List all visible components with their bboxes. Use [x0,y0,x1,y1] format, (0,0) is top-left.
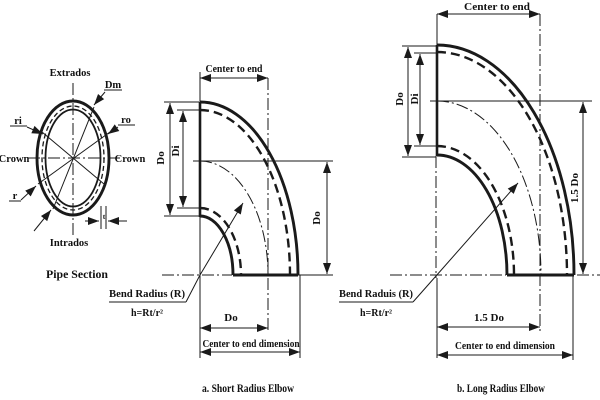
sre-outer-arc [199,100,300,276]
ri-leader-arrow [26,125,44,135]
pipe-mean-diameter-dashed [41,105,105,211]
pipe-outer-wall [35,99,111,217]
pipe-section-caption: Pipe Section [46,269,109,281]
sre-outer-bore-dashed-arc [199,108,292,276]
lre-outer-arc [436,43,576,276]
sre-bend-radius-label: Bend Radius (R) [109,289,186,300]
sre-bend-radius-leader-arrow [185,202,244,303]
sre-do-bottom-label: Do [224,312,238,324]
sre-center-to-end-bottom-label: Center to end dimension [203,339,300,350]
short-radius-elbow: Center to end Do Di Do Do Center to end … [109,64,333,395]
ro-label: ro [121,115,131,126]
sre-do-left-label: Do [155,151,167,165]
lre-di-left-label: Di [409,94,421,105]
lre-do-left-label: Do [394,92,406,106]
sre-inner-bore-dashed-arc [199,206,243,276]
sre-di-left-label: Di [170,146,182,157]
lre-inner-bore-dashed-arc [436,144,516,276]
lre-do-right-label: 1.5 Do [569,173,581,203]
crown-left-label: Crown [0,154,30,165]
sre-do-right-label: Do [311,211,323,225]
pipe-section: Extrados Intrados Crown Crown Dm ri ro r… [0,68,146,281]
r-label: r [13,191,18,202]
lre-do-bottom-label: 1.5 Do [474,312,504,324]
lre-inner-arc [436,153,509,276]
r-leader-arrow [20,185,37,201]
ro-leader-arrow [107,124,120,135]
wall-thickness-label: t [103,212,106,221]
extrados-label: Extrados [50,68,91,79]
sre-bend-centerline-arc [199,160,269,276]
lre-center-to-end-bottom-label: Center to end dimension [455,341,555,352]
dm-label: Dm [105,80,122,91]
crown-right-label: Crown [115,154,146,165]
lre-outer-bore-dashed-arc [436,50,569,276]
pipe-diagonal-3 [37,131,111,185]
sre-inner-arc [199,214,235,276]
intrados-leader-arrow [33,209,52,232]
sre-formula-label: h=Rt/r² [131,308,163,319]
lre-caption: b. Long Radius Elbow [457,383,546,395]
lre-bend-centerline-arc [436,100,542,276]
lre-bend-radius-label: Bend Raduis (R) [339,289,413,300]
lre-bend-radius-leader-arrow [412,182,519,303]
intrados-label: Intrados [50,238,89,249]
dm-leader-arrow [93,91,106,106]
pipe-inner-wall [44,108,102,208]
lre-formula-label: h=Rt/r² [360,308,392,319]
long-radius-elbow: Center to end Do Di 1.5 Do 1.5 Do Center… [339,2,600,395]
lre-center-to-end-top-label: Center to end [464,2,530,13]
sre-caption: a. Short Radius Elbow [202,383,295,395]
ri-label: ri [14,116,22,127]
sre-center-to-end-top-label: Center to end [206,64,263,75]
